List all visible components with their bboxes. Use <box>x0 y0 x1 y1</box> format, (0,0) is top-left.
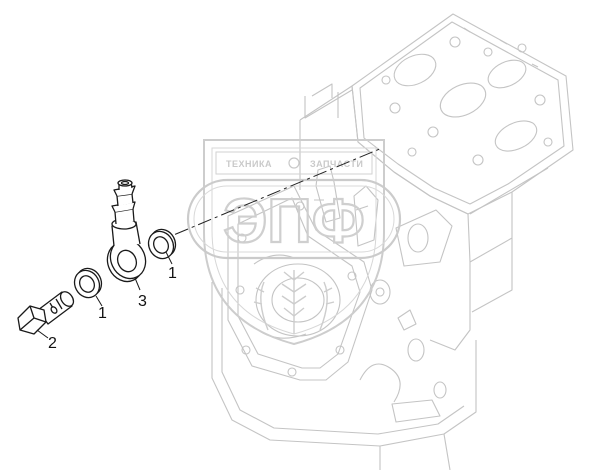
sealing-washer-right <box>147 228 177 260</box>
callout-part-2: 2 <box>48 335 57 352</box>
callout-part-1-right: 1 <box>168 265 177 282</box>
watermark-logo-text: ЭПФ <box>223 187 365 256</box>
callout-part-3: 3 <box>138 293 147 310</box>
engine-block-outline <box>211 13 574 471</box>
watermark-logo: ТЕХНИКА ЗАПЧАСТИ ЭПФ <box>186 139 402 346</box>
banjo-bolt <box>17 291 75 335</box>
leader-lines <box>36 251 173 339</box>
sealing-washer-middle <box>73 267 103 299</box>
callout-part-1-middle: 1 <box>98 305 107 322</box>
watermark-text-left: ТЕХНИКА <box>226 159 272 169</box>
assembly-axis-line <box>151 147 383 245</box>
watermark-text-right: ЗАПЧАСТИ <box>310 159 363 169</box>
wheat-ears-icon <box>253 270 335 334</box>
watermark-gear-icon <box>288 157 300 169</box>
banjo-fitting <box>106 179 147 283</box>
